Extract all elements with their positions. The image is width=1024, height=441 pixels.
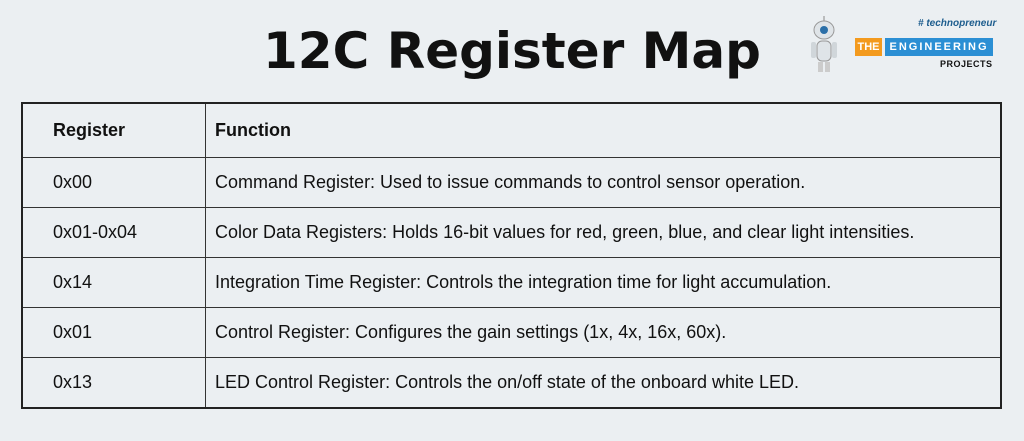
logo-projects: PROJECTS [940,59,993,69]
table-row: 0x01 Control Register: Configures the ga… [21,307,1002,358]
table-row: 0x13 LED Control Register: Controls the … [21,357,1002,409]
register-cell: 0x01 [21,307,206,358]
function-cell: LED Control Register: Controls the on/of… [205,357,1002,409]
table-row: 0x01-0x04 Color Data Registers: Holds 16… [21,207,1002,258]
register-cell: 0x00 [21,157,206,208]
header-function: Function [205,102,1002,158]
page-title: 12C Register Map [263,22,761,80]
register-cell: 0x01-0x04 [21,207,206,258]
table-header-row: Register Function [21,102,1002,158]
header-register: Register [21,102,206,158]
register-cell: 0x13 [21,357,206,409]
logo-the: THE [855,38,882,56]
table-row: 0x14 Integration Time Register: Controls… [21,257,1002,308]
function-cell: Color Data Registers: Holds 16-bit value… [205,207,1002,258]
logo-engineering: ENGINEERING [885,38,993,56]
function-cell: Integration Time Register: Controls the … [205,257,1002,308]
robot-icon [811,16,837,72]
table-row: 0x00 Command Register: Used to issue com… [21,157,1002,208]
register-table: Register Function 0x00 Command Register:… [21,102,1002,409]
logo-tagline: # technopreneur [918,18,997,29]
function-cell: Control Register: Configures the gain se… [205,307,1002,358]
logo: # technopreneur THE ENGINEERING PROJECTS [800,14,1010,80]
register-cell: 0x14 [21,257,206,308]
function-cell: Command Register: Used to issue commands… [205,157,1002,208]
